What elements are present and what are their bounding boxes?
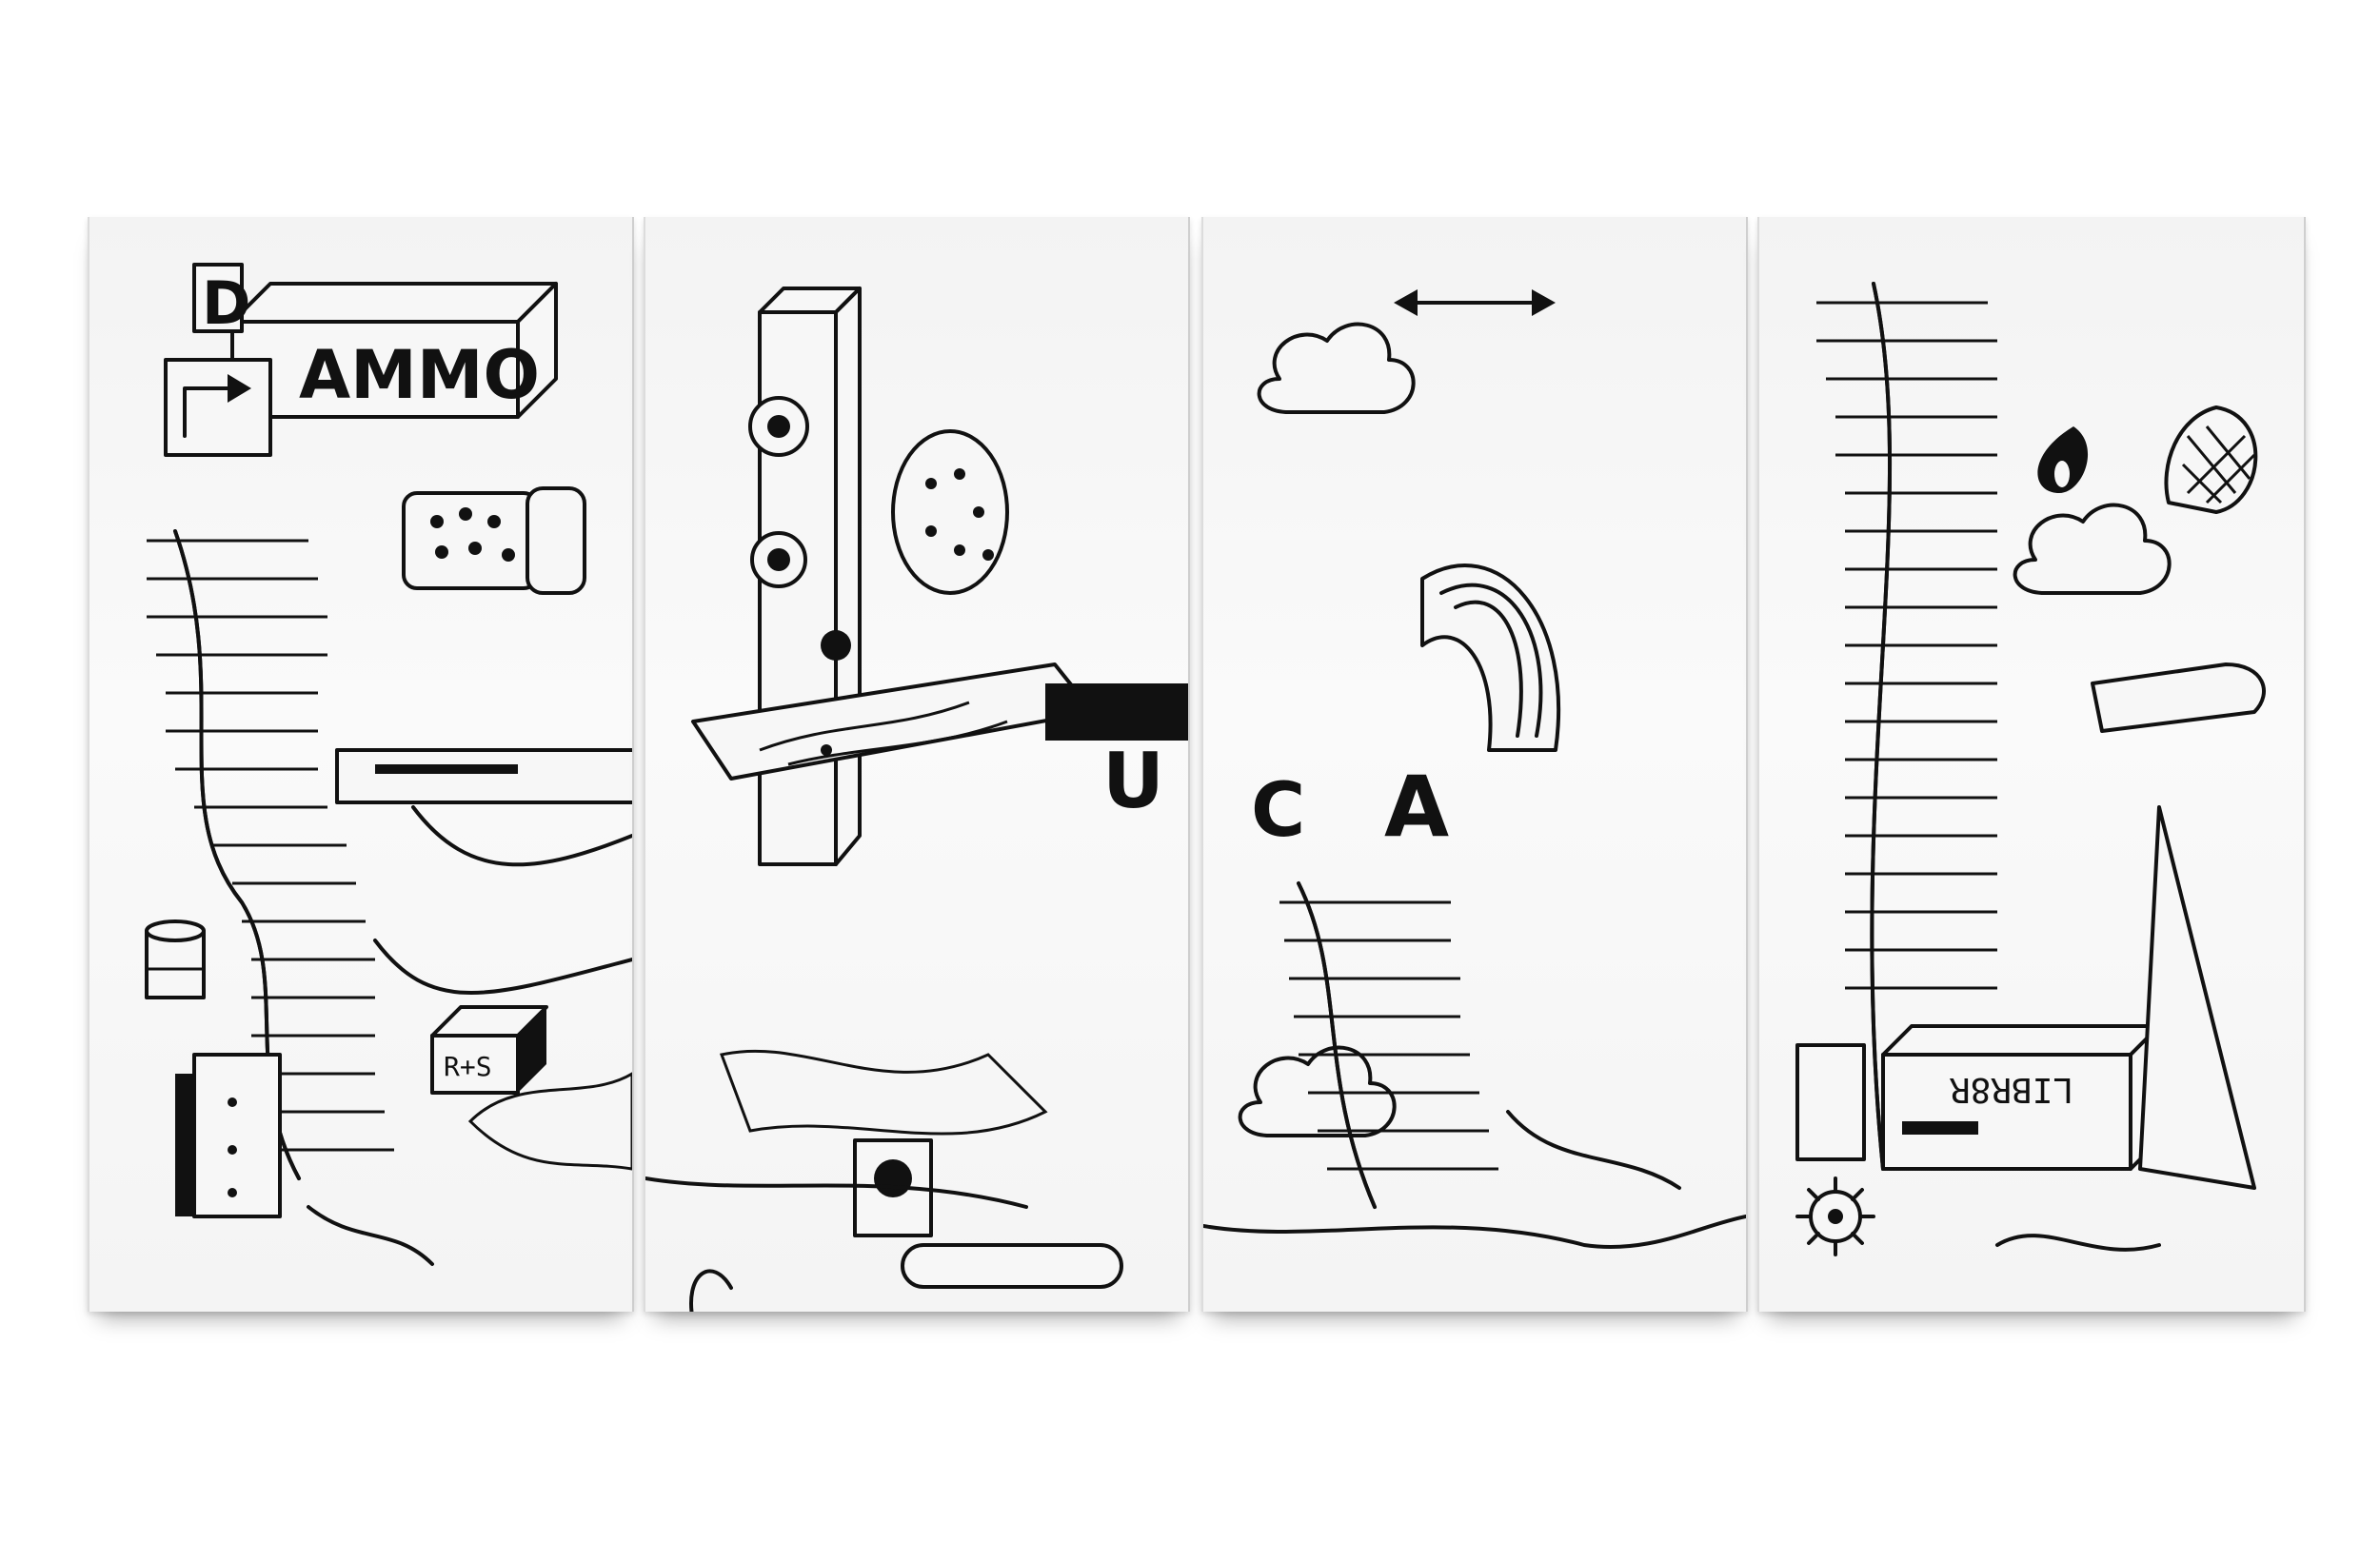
canvas-panel-2: U (644, 217, 1190, 1312)
pipe-curve-2 (373, 939, 632, 995)
librer-label: LIBR8R (1950, 1070, 2073, 1109)
ink-blob (2037, 360, 2089, 493)
double-arrow-icon (1394, 289, 1556, 316)
triangle-frame (2138, 805, 2256, 1190)
bullet-belt-2 (1279, 881, 1498, 1209)
canvas-panel-3: C A (1201, 217, 1748, 1312)
ammo-cap-letter: D (202, 268, 250, 338)
panel-3-drawing: C A (1203, 289, 1746, 1250)
pipe-curve-1 (411, 805, 632, 867)
panel-4-drawing: LIBR8R (1795, 282, 2266, 1256)
dotted-cylinder (891, 429, 1009, 595)
cloud-icon (1257, 322, 1416, 414)
long-bar (335, 748, 632, 804)
panel-1-drawing: AMMO D (145, 263, 632, 1266)
letter-u: U (1102, 737, 1164, 825)
black-plank (1045, 683, 1188, 741)
pipe-curve-4 (645, 1176, 1028, 1209)
cup-can (145, 919, 206, 999)
arrow-sign-icon (164, 358, 272, 457)
gear-icon (1795, 1176, 1875, 1256)
riveted-block (175, 1053, 282, 1218)
pipe-curve-7 (1995, 1234, 2161, 1252)
canvas-panel-4: LIBR8R (1757, 217, 2306, 1312)
long-bar-slot (375, 764, 518, 774)
pipe-curve-3 (307, 1205, 434, 1266)
letter-c: C (1251, 768, 1305, 854)
ammo-crate: AMMO (230, 282, 558, 419)
pipe-curve-6 (1506, 1110, 1681, 1190)
pipe-curve-5 (1203, 1215, 1746, 1250)
stippled-shape-2 (719, 1049, 1048, 1136)
rs-label: R+S (444, 1051, 492, 1082)
letter-a: A (1384, 758, 1449, 856)
ammo-cap-block: D (192, 263, 250, 338)
rs-box: R+S (430, 1005, 548, 1095)
rocket-tube (689, 1243, 1123, 1312)
curved-magazine (1420, 563, 1561, 752)
ammo-label: AMMO (299, 336, 540, 414)
big-bullet (2091, 662, 2266, 733)
tall-post (748, 287, 862, 866)
perforated-tube (402, 486, 586, 595)
bullet-belt-3 (1816, 282, 1997, 1171)
panel-2-drawing: U (645, 287, 1188, 1312)
canvas-panel-1: AMMO D (88, 217, 634, 1312)
librer-device: LIBR8R (1795, 1024, 2161, 1171)
cloud-icon-3 (2013, 503, 2172, 595)
oval-grip (2164, 405, 2258, 514)
stippled-shape (467, 1072, 632, 1171)
wood-plank (691, 662, 1095, 781)
